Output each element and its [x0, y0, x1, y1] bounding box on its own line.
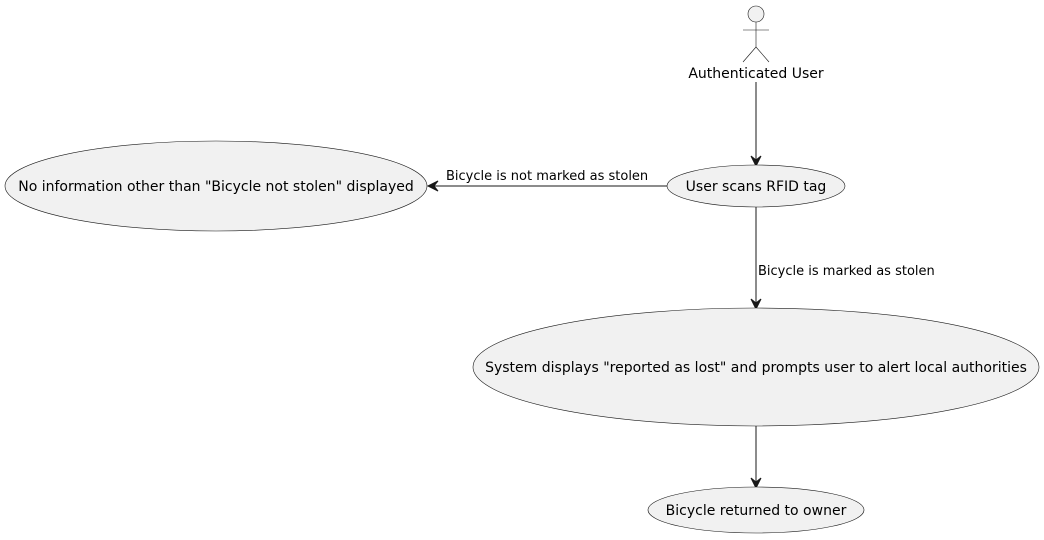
usecase-bicycle-returned[interactable]: Bicycle returned to owner: [647, 486, 865, 534]
arrowhead-icon: [750, 477, 762, 490]
edge-not-stolen-label: Bicycle is not marked as stolen: [446, 169, 648, 184]
usecase-reported-lost[interactable]: System displays "reported as lost" and p…: [472, 307, 1040, 427]
actor-figure-icon: [742, 5, 770, 63]
usecase-not-stolen-label: No information other than "Bicycle not s…: [18, 179, 414, 195]
edge-lost-to-returned: [750, 426, 762, 490]
actor-authenticated-user[interactable]: Authenticated User: [688, 5, 824, 82]
edge-stolen-label: Bicycle is marked as stolen: [758, 264, 935, 279]
usecase-returned-label: Bicycle returned to owner: [666, 503, 847, 519]
arrowhead-icon: [750, 155, 762, 168]
usecase-scan-label: User scans RFID tag: [686, 179, 827, 195]
usecase-reported-lost-label: System displays "reported as lost" and p…: [485, 360, 1027, 376]
edge-scan-to-not-stolen: Bicycle is not marked as stolen: [426, 169, 667, 192]
arrowhead-icon: [426, 180, 439, 192]
usecase-scan-rfid[interactable]: User scans RFID tag: [666, 164, 846, 208]
usecase-not-stolen[interactable]: No information other than "Bicycle not s…: [4, 140, 428, 232]
edge-actor-to-scan: [750, 82, 762, 168]
arrowhead-icon: [750, 298, 762, 311]
edge-scan-to-lost: Bicycle is marked as stolen: [750, 207, 935, 311]
actor-label: Authenticated User: [688, 66, 824, 82]
